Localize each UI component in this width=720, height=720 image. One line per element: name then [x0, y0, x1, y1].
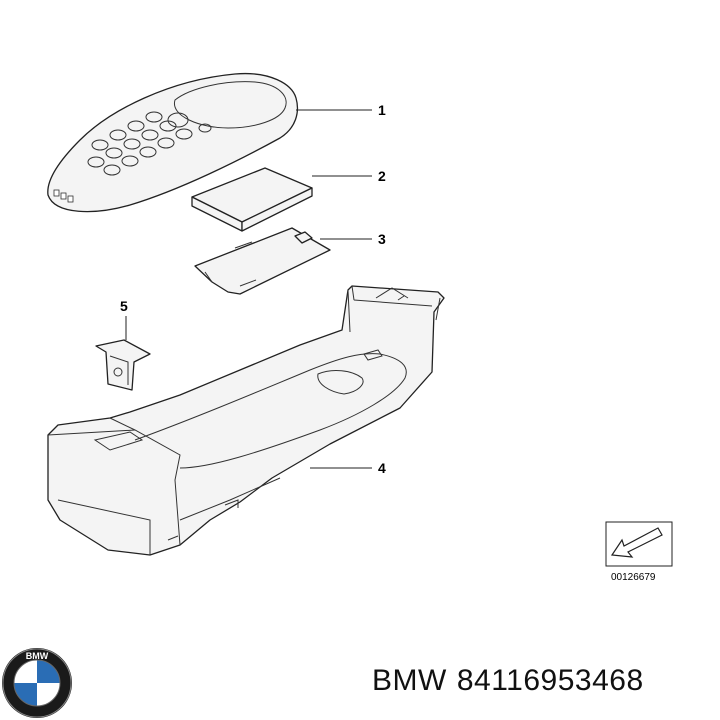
callout-2: 2 [378, 168, 386, 184]
callout-3: 3 [378, 231, 386, 247]
callout-5: 5 [120, 298, 128, 314]
callout-1: 1 [378, 102, 386, 118]
part-number: 84116953468 [456, 664, 644, 697]
part-battery-cover: 3 [194, 227, 386, 295]
brand-name: BMW [372, 664, 447, 697]
product-caption: BMW 84116953468 [372, 664, 654, 698]
part-clip: 5 [95, 298, 151, 391]
part-battery: 2 [191, 167, 386, 232]
bmw-logo-lettering: BMW [26, 651, 49, 661]
part-cradle: 4 [47, 285, 445, 556]
bmw-logo: BMW [2, 648, 72, 718]
part-handset: 1 [47, 72, 386, 213]
reference-number: 00126679 [611, 572, 656, 583]
callout-4: 4 [378, 460, 386, 476]
orientation-arrow-icon [605, 521, 673, 567]
